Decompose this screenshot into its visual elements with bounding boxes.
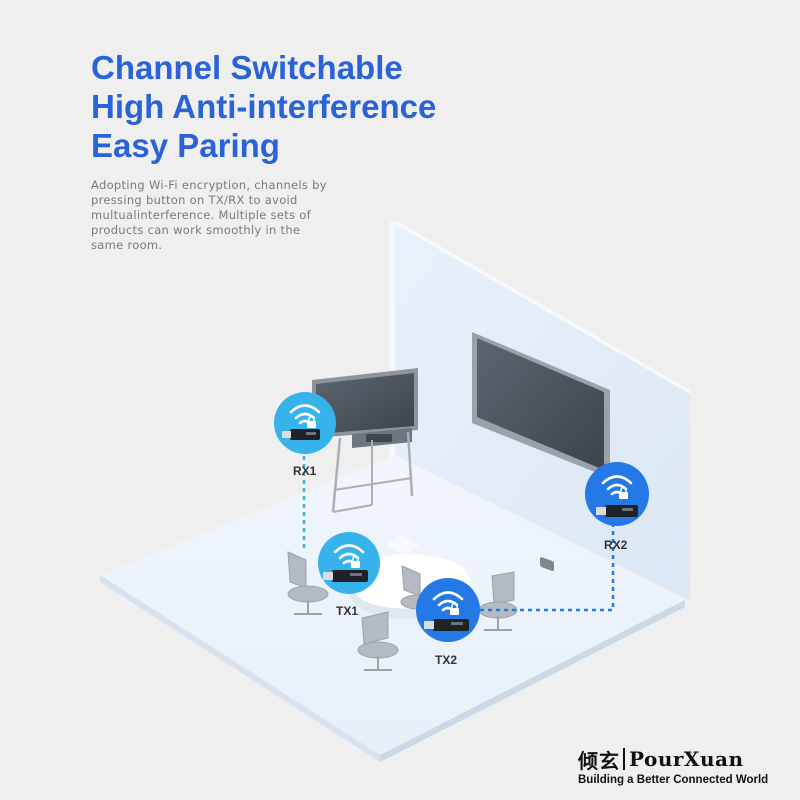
usb-dongle <box>323 570 368 582</box>
brand-tagline: Building a Better Connected World <box>578 774 769 786</box>
wall-display <box>472 332 610 572</box>
chair <box>287 551 329 615</box>
headline: Channel Switchable High Anti-interferenc… <box>91 48 436 165</box>
brand-logo: 倾玄 PourXuan Building a Better Connected … <box>578 744 778 786</box>
usb-dongle <box>282 429 320 440</box>
tx2-badge <box>416 578 480 642</box>
rx2-badge <box>585 462 649 526</box>
headline-line-2: High Anti-interference <box>91 88 437 125</box>
chair <box>357 611 399 671</box>
rx1-label: RX1 <box>293 464 317 478</box>
rx1-badge <box>274 392 336 454</box>
description-text: Adopting Wi-Fi encryption, channels by p… <box>91 178 327 252</box>
headline-line-3: Easy Paring <box>91 127 280 164</box>
headline-line-1: Channel Switchable <box>91 49 403 86</box>
room-floor-edge-right <box>380 600 685 762</box>
room-floor-edge-left <box>100 575 380 762</box>
usb-dongle <box>424 619 469 631</box>
tx1-label: TX1 <box>336 604 359 618</box>
brand-divider <box>623 748 625 770</box>
usb-dongle <box>596 505 638 517</box>
brand-chinese-name: 倾玄 <box>578 748 620 773</box>
rx2-label: RX2 <box>604 538 628 552</box>
connection-lines <box>302 448 615 612</box>
brand-english-name: PourXuan <box>629 747 744 771</box>
room-wall-top-edge <box>395 220 690 394</box>
tx1-badge <box>318 532 380 594</box>
tx2-label: TX2 <box>435 653 458 667</box>
stand-display <box>312 368 418 513</box>
